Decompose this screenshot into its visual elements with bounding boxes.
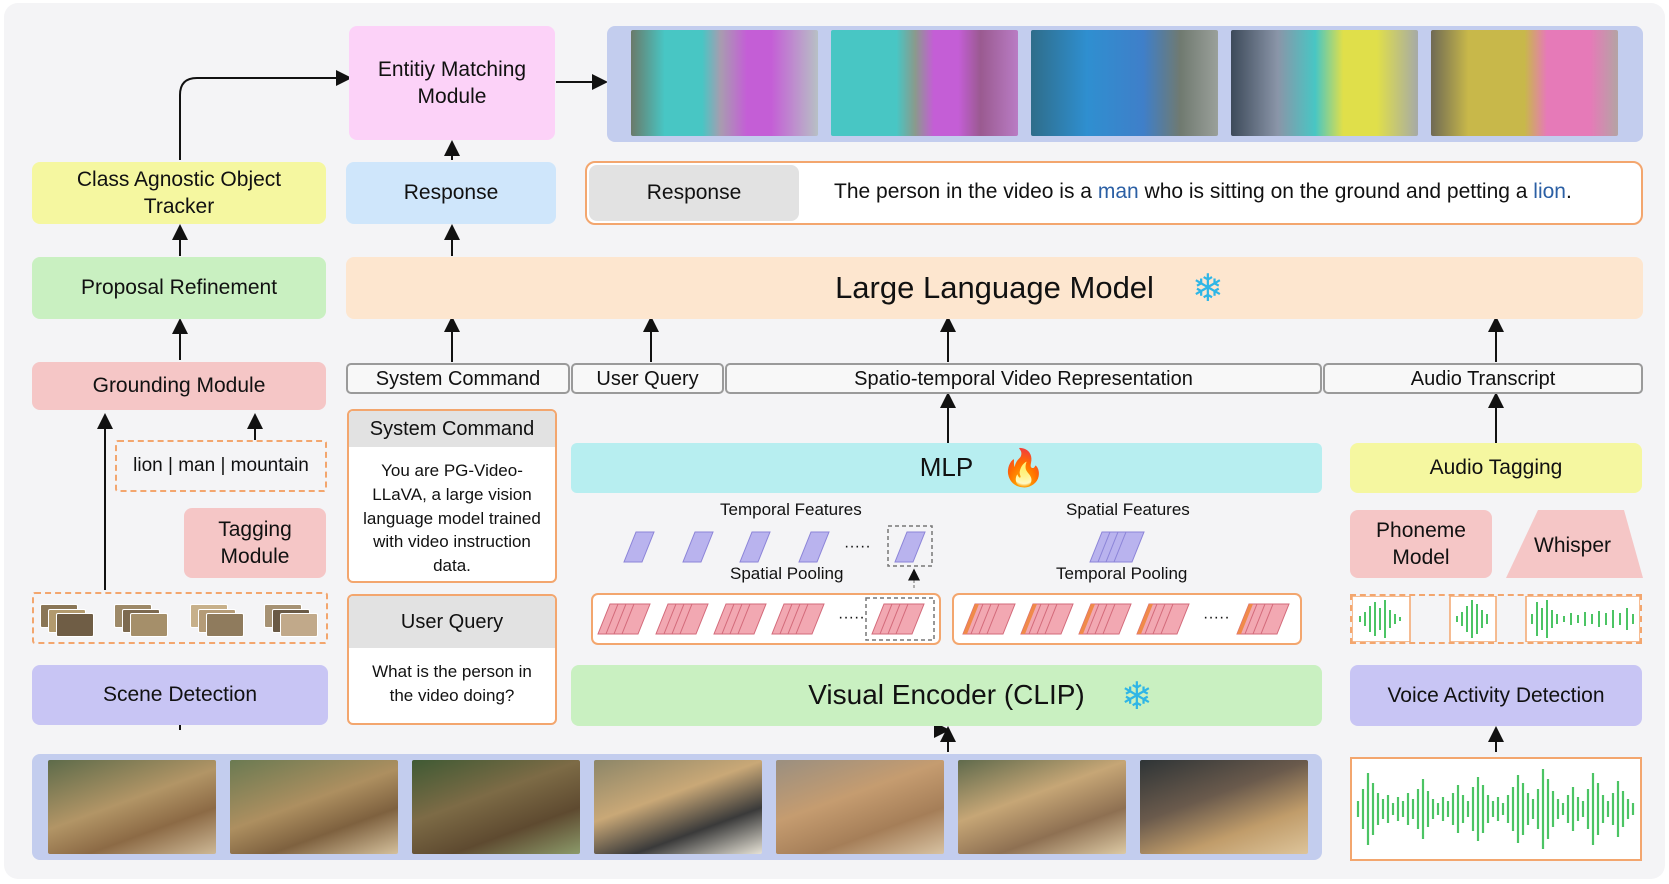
tags-text: lion | man | mountain: [133, 454, 309, 476]
proposal-refinement-label: Proposal Refinement: [80, 276, 278, 300]
scene-clip: [40, 604, 94, 637]
segmented-frame: [1031, 30, 1218, 136]
audio-waveform: [1356, 769, 1635, 849]
snowflake-icon: ❄: [1192, 268, 1224, 310]
response-sentence: The person in the video is a man who is …: [834, 180, 1572, 203]
response-tag-label: Response: [646, 181, 742, 205]
scene-clip: [114, 604, 168, 637]
audio-tagging-label: Audio Tagging: [1429, 456, 1563, 480]
segmented-frame: [631, 30, 818, 136]
spatial-features-label: Spatial Features: [1066, 500, 1190, 519]
grounding-module-box: Grounding Module: [32, 362, 326, 410]
visual-encoder-box: Visual Encoder (CLIP) ❄: [571, 665, 1322, 726]
temporal-feature-token: [682, 531, 714, 563]
input-video-representation: Spatio-temporal Video Representation: [725, 363, 1322, 394]
tagging-module-label: Tagging Module: [218, 517, 292, 568]
llm-label: Large Language Model: [835, 269, 1154, 305]
tags-box: lion | man | mountain: [115, 440, 327, 492]
clip-token: [1044, 603, 1074, 635]
video-frame: [230, 760, 398, 854]
grounding-module-label: Grounding Module: [92, 374, 266, 398]
temporal-feature-token: [894, 531, 926, 563]
scene-clip: [190, 604, 244, 637]
segmented-frame: [831, 30, 1018, 136]
temporal-feature-token: [739, 531, 771, 563]
spatial-pooling-label: Spatial Pooling: [730, 564, 844, 583]
clip-token: [1102, 603, 1132, 635]
audio-tagging-box: Audio Tagging: [1350, 443, 1642, 493]
clip-token: [1160, 603, 1190, 635]
vad-box: Voice Activity Detection: [1350, 665, 1642, 726]
input-user-query: User Query: [571, 363, 724, 394]
temporal-feature-token: [623, 531, 655, 563]
user-query-text: What is the person in the video doing?: [372, 662, 532, 705]
ellipsis: ·····: [838, 609, 865, 626]
clip-token: [895, 603, 925, 635]
visual-encoder-label: Visual Encoder (CLIP): [808, 679, 1085, 711]
scene-detection-label: Scene Detection: [102, 683, 258, 707]
video-frame: [412, 760, 580, 854]
llm-box: Large Language Model ❄: [346, 257, 1643, 319]
phoneme-model-box: Phoneme Model: [1350, 510, 1492, 578]
scene-clips-row: [32, 592, 328, 644]
video-frame: [776, 760, 944, 854]
system-command-text: You are PG-Video-LLaVA, a large vision l…: [363, 461, 541, 576]
ellipsis: ·····: [844, 538, 871, 555]
proposal-refinement-box: Proposal Refinement: [32, 257, 326, 319]
mlp-label: MLP: [919, 452, 974, 483]
system-command-card: System Command You are PG-Video-LLaVA, a…: [347, 409, 557, 583]
video-frame: [1140, 760, 1308, 854]
temporal-features-label: Temporal Features: [720, 500, 862, 519]
tracker-label: Class Agnostic Object Tracker: [76, 167, 282, 218]
audio-segments-wave: [1351, 595, 1641, 643]
scene-detection-box: Scene Detection: [32, 665, 328, 725]
entity-matching-box: Entitiy Matching Module: [349, 26, 555, 140]
clip-token: [737, 603, 767, 635]
response-box: Response: [346, 162, 556, 224]
clip-token: [795, 603, 825, 635]
mlp-box: MLP 🔥: [571, 443, 1322, 493]
video-frame: [958, 760, 1126, 854]
selected-token-box: [887, 525, 933, 567]
entity-matching-label: Entitiy Matching Module: [377, 57, 527, 108]
segmented-frame: [1431, 30, 1618, 136]
segmented-frame: [1231, 30, 1418, 136]
whisper-trapezoid: [1506, 510, 1643, 578]
tagging-module-box: Tagging Module: [184, 508, 326, 578]
fire-icon: 🔥: [1001, 447, 1046, 488]
clip-token: [679, 603, 709, 635]
system-command-title: System Command: [349, 411, 555, 447]
response-box-label: Response: [403, 181, 499, 205]
temporal-feature-token: [798, 531, 830, 563]
audio-segments-row: [1350, 594, 1642, 644]
clip-token: [1260, 603, 1290, 635]
tracker-box: Class Agnostic Object Tracker: [32, 162, 326, 224]
user-query-title: User Query: [349, 596, 555, 648]
input-audio-transcript: Audio Transcript: [1323, 363, 1643, 394]
selected-group-box: [865, 597, 935, 641]
input-video-strip: [32, 754, 1322, 860]
ellipsis: ·····: [1203, 609, 1230, 626]
video-frame: [48, 760, 216, 854]
segmentation-output-strip: [607, 26, 1643, 142]
snowflake-icon: ❄: [1121, 676, 1153, 718]
phoneme-model-label: Phoneme Model: [1376, 518, 1466, 569]
user-query-card: User Query What is the person in the vid…: [347, 594, 557, 725]
whisper-label: Whisper: [1534, 534, 1612, 557]
clip-token: [621, 603, 651, 635]
audio-waveform-box: [1350, 757, 1642, 861]
response-output-panel: Response The person in the video is a ma…: [585, 161, 1643, 225]
input-system-command: System Command: [346, 363, 570, 394]
video-frame: [594, 760, 762, 854]
entity-lion: lion: [1533, 180, 1566, 203]
response-tag: Response: [589, 165, 799, 221]
clip-token: [986, 603, 1016, 635]
vad-label: Voice Activity Detection: [1387, 683, 1605, 707]
entity-man: man: [1097, 180, 1139, 203]
scene-clip: [264, 604, 318, 637]
spatial-feature-token: [1113, 531, 1145, 563]
temporal-pooling-label: Temporal Pooling: [1056, 564, 1188, 583]
